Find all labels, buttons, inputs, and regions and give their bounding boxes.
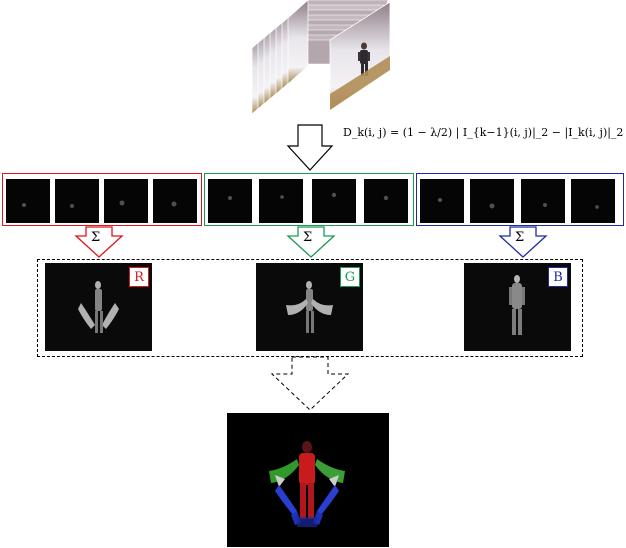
diff-frame [571,179,615,223]
red-sum-symbol: Σ [91,230,101,245]
video-frame-stack [250,0,390,118]
green-sum-symbol: Σ [303,230,313,245]
difference-formula: D_k(i, j) = (1 − λ/2) | I_{k−1}(i, j)|_2… [343,126,626,139]
blue-channel-image: B [464,263,571,351]
green-sum-arrow-icon [286,226,336,258]
dashed-down-arrow-icon [270,356,350,411]
diff-frame [104,179,148,223]
diff-frame [6,179,50,223]
blue-sum-arrow-icon [498,226,548,258]
diff-frame [521,179,565,223]
red-frame-group [2,173,202,226]
green-channel-image: G [256,263,363,351]
blue-sum-symbol: Σ [515,230,525,245]
diff-frame [420,179,464,223]
red-channel-image: R [45,263,152,351]
diff-frame [55,179,99,223]
red-sum-arrow-icon [74,226,124,258]
diff-frame [470,179,514,223]
blue-frame-group [416,173,624,226]
green-frame-group [204,173,414,226]
blue-channel-label: B [548,267,568,287]
green-channel-label: G [340,267,360,287]
red-channel-label: R [129,267,149,287]
diff-frame [259,179,303,223]
rgb-composite-image [227,413,389,547]
diff-frame [153,179,197,223]
diff-frame [364,179,408,223]
diff-frame [208,179,252,223]
down-arrow-icon [286,124,334,172]
diff-frame [312,179,356,223]
